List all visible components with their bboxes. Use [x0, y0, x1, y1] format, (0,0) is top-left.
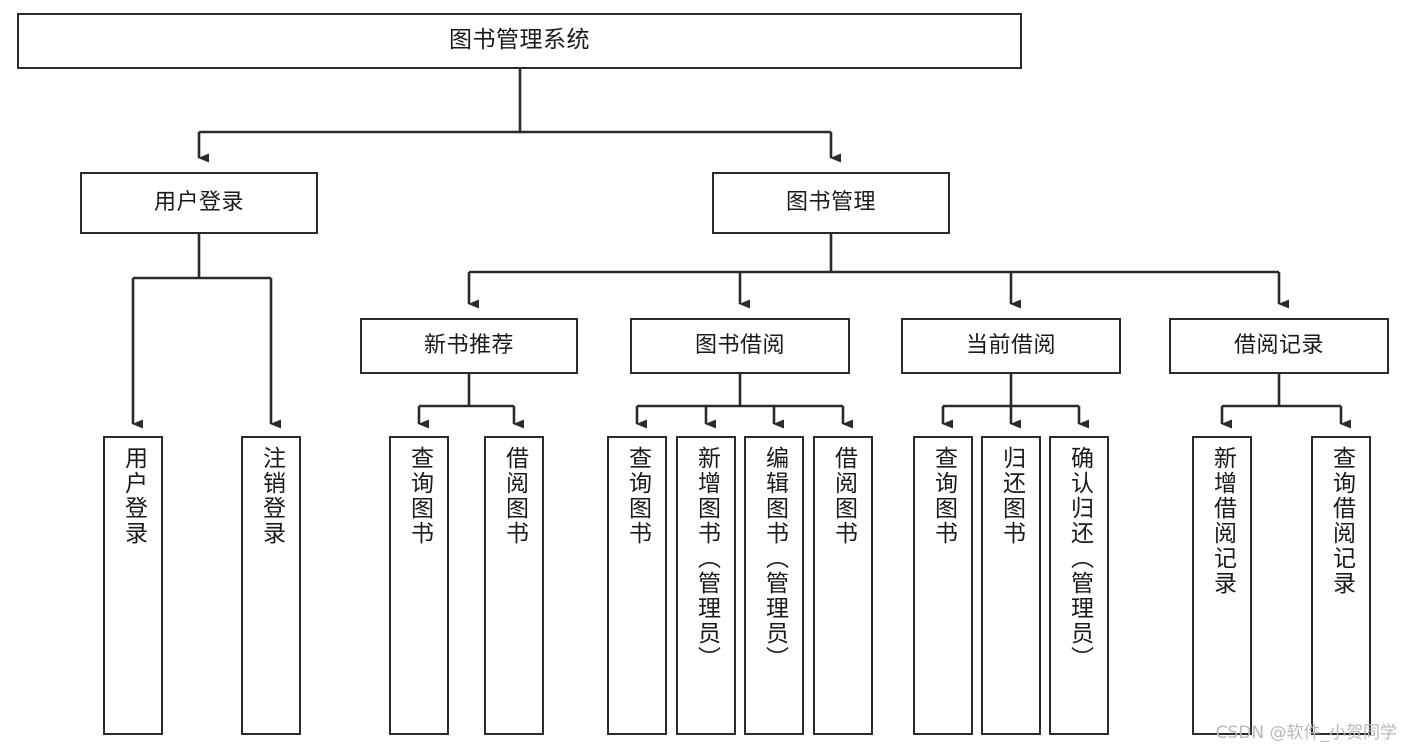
- node-leaf-add-book[interactable]: 新增图书（管理员）: [676, 436, 736, 735]
- node-root-system-label: 图书管理系统: [449, 27, 590, 54]
- node-leaf-borrow-book-1[interactable]: 借阅图书: [484, 436, 544, 735]
- node-current-borrow[interactable]: 当前借阅: [901, 318, 1121, 374]
- node-new-book-recommend[interactable]: 新书推荐: [360, 318, 578, 374]
- node-user-login[interactable]: 用户登录: [80, 172, 318, 234]
- node-leaf-add-book-label: 新增图书（管理员）: [693, 446, 720, 671]
- node-book-manage-label: 图书管理: [785, 190, 876, 216]
- node-leaf-return-book-label: 归还图书: [998, 446, 1025, 546]
- node-leaf-borrow-book-1-label: 借阅图书: [501, 446, 528, 546]
- node-leaf-query-book-1-label: 查询图书: [406, 446, 433, 546]
- node-leaf-add-record[interactable]: 新增借阅记录: [1192, 436, 1252, 735]
- node-leaf-confirm-return-label: 确认归还（管理员）: [1066, 446, 1093, 671]
- node-leaf-borrow-book-2[interactable]: 借阅图书: [813, 436, 873, 735]
- node-current-borrow-label: 当前借阅: [965, 333, 1056, 359]
- node-book-borrow-label: 图书借阅: [694, 333, 785, 359]
- node-leaf-query-book-2-label: 查询图书: [624, 446, 651, 546]
- node-leaf-return-book[interactable]: 归还图书: [981, 436, 1041, 735]
- node-leaf-add-record-label: 新增借阅记录: [1209, 446, 1236, 596]
- node-leaf-borrow-book-2-label: 借阅图书: [830, 446, 857, 546]
- node-new-book-recommend-label: 新书推荐: [423, 333, 514, 359]
- node-book-manage[interactable]: 图书管理: [712, 172, 950, 234]
- node-leaf-edit-book[interactable]: 编辑图书（管理员）: [744, 436, 804, 735]
- node-leaf-query-book-2[interactable]: 查询图书: [607, 436, 667, 735]
- node-leaf-edit-book-label: 编辑图书（管理员）: [761, 446, 788, 671]
- node-borrow-record[interactable]: 借阅记录: [1169, 318, 1389, 374]
- node-root-system[interactable]: 图书管理系统: [17, 13, 1022, 69]
- node-leaf-query-book-1[interactable]: 查询图书: [389, 436, 449, 735]
- node-leaf-user-login[interactable]: 用户登录: [103, 436, 163, 735]
- node-user-login-label: 用户登录: [153, 190, 244, 216]
- node-borrow-record-label: 借阅记录: [1233, 333, 1324, 359]
- node-leaf-query-book-3-label: 查询图书: [930, 446, 957, 546]
- node-leaf-logout[interactable]: 注销登录: [241, 436, 301, 735]
- node-leaf-query-record-label: 查询借阅记录: [1328, 446, 1355, 596]
- node-book-borrow[interactable]: 图书借阅: [630, 318, 850, 374]
- node-leaf-user-login-label: 用户登录: [120, 446, 147, 546]
- node-leaf-logout-label: 注销登录: [258, 446, 285, 546]
- csdn-watermark: CSDN @软件_小贺同学: [1215, 723, 1397, 743]
- node-leaf-query-record[interactable]: 查询借阅记录: [1311, 436, 1371, 735]
- node-leaf-query-book-3[interactable]: 查询图书: [913, 436, 973, 735]
- node-leaf-confirm-return[interactable]: 确认归还（管理员）: [1049, 436, 1109, 735]
